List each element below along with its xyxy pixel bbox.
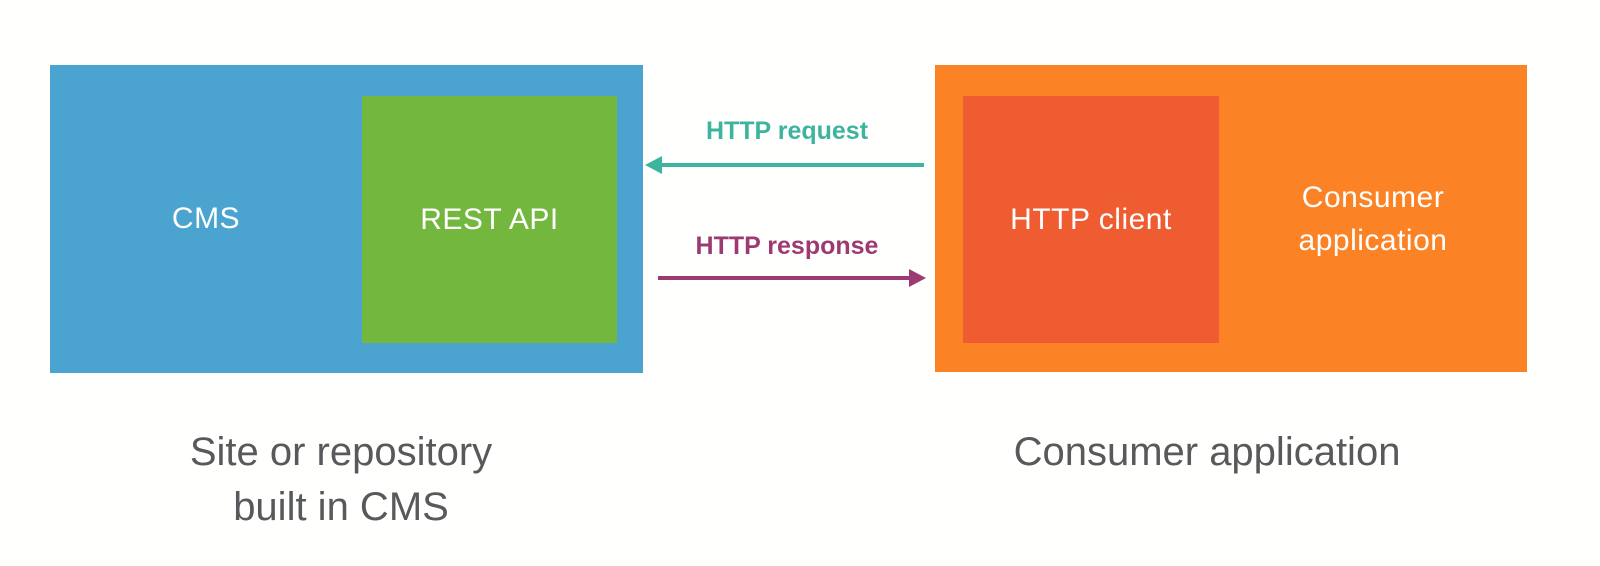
cms-caption: Site or repository built in CMS	[91, 425, 591, 535]
http-request-arrow-line	[659, 163, 924, 167]
arrowhead-right-icon	[909, 269, 926, 287]
http-response-arrow-line	[658, 276, 910, 280]
cms-caption-line1: Site or repository	[189, 430, 493, 474]
consumer-application-box-label-line2: application	[1298, 223, 1448, 257]
consumer-application-box-label-line1: Consumer	[1301, 180, 1445, 214]
consumer-application-caption: Consumer application	[1013, 430, 1401, 474]
consumer-application-box-label: Consumer application	[1219, 65, 1527, 372]
cms-box: CMS REST API	[50, 65, 643, 373]
rest-api-label: REST API	[420, 202, 559, 236]
http-request-label: HTTP request	[705, 117, 869, 145]
arrowhead-left-icon	[645, 156, 662, 174]
http-response-label: HTTP response	[695, 232, 879, 260]
cms-caption-line2: built in CMS	[233, 485, 449, 529]
http-client-box: HTTP client	[963, 96, 1219, 343]
http-client-label: HTTP client	[1010, 202, 1172, 236]
rest-api-box: REST API	[362, 96, 617, 343]
cms-label: CMS	[171, 202, 241, 235]
consumer-application-box: HTTP client Consumer application	[935, 65, 1527, 372]
